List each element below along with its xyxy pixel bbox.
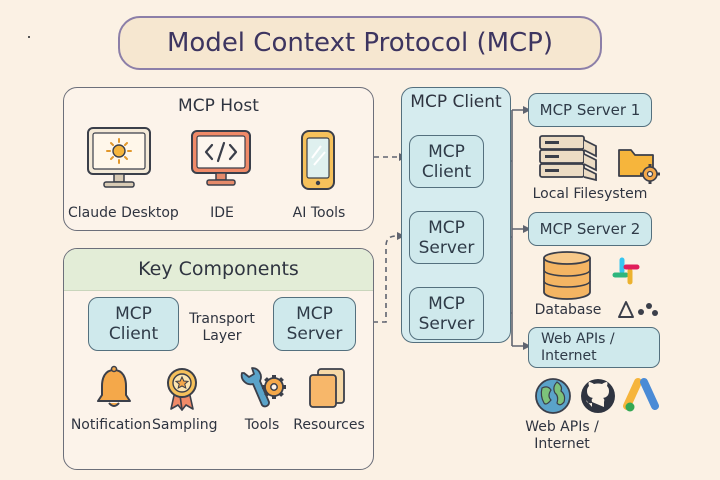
center-client-box: MCP Client bbox=[409, 135, 484, 188]
key-components-title: Key Components bbox=[138, 258, 299, 280]
mcp-server-2-box: MCP Server 2 bbox=[528, 212, 652, 246]
mcp-server-1-box: MCP Server 1 bbox=[528, 93, 652, 127]
app-logos-icon bbox=[618, 301, 658, 318]
center-server-box-2: MCP Server bbox=[409, 287, 484, 340]
web-apis-box: Web APIs / Internet bbox=[528, 327, 660, 368]
key-components-panel: Key Components MCP Client Transport Laye… bbox=[63, 248, 374, 470]
app-label-ide: IDE bbox=[210, 205, 234, 221]
code-monitor-icon bbox=[191, 130, 251, 186]
center-header: MCP Client bbox=[410, 92, 502, 112]
key-mcp-client-box: MCP Client bbox=[88, 297, 179, 351]
database-label: Database bbox=[534, 302, 602, 318]
feature-label-sampling: Sampling bbox=[152, 417, 218, 433]
mcp-host-title: MCP Host bbox=[178, 96, 259, 116]
database-icon bbox=[543, 251, 591, 300]
feature-label-tools: Tools bbox=[244, 417, 280, 433]
transport-layer-label: Transport Layer bbox=[189, 311, 255, 344]
center-server-box-1: MCP Server bbox=[409, 211, 484, 264]
app-label-ai-tools: AI Tools bbox=[292, 205, 346, 221]
feature-label-resources: Resources bbox=[293, 417, 365, 433]
wrench-gear-icon bbox=[240, 367, 286, 408]
key-components-header bbox=[64, 249, 373, 291]
monitor-sun-icon bbox=[87, 127, 151, 188]
google-ads-icon bbox=[623, 378, 659, 412]
github-icon bbox=[581, 379, 615, 413]
mcp-host-panel: MCP Host Claude Desktop IDE AI Tools bbox=[63, 87, 374, 231]
files-icon bbox=[309, 368, 345, 408]
app-label-claude-desktop: Claude Desktop bbox=[68, 205, 179, 221]
badge-icon bbox=[167, 368, 197, 411]
diagram-title: Model Context Protocol (MCP) bbox=[118, 16, 602, 70]
bell-icon bbox=[97, 365, 131, 407]
slack-icon bbox=[612, 257, 640, 285]
phone-icon bbox=[301, 130, 335, 190]
folder-gear-icon bbox=[618, 149, 660, 184]
globe-icon bbox=[535, 378, 571, 414]
web-apis-caption: Web APIs / Internet bbox=[525, 419, 599, 452]
feature-label-notification: Notification bbox=[70, 417, 152, 433]
local-filesystem-label: Local Filesystem bbox=[532, 186, 648, 202]
speck bbox=[28, 36, 30, 38]
server-rack-icon bbox=[539, 135, 597, 182]
key-mcp-server-box: MCP Server bbox=[273, 297, 356, 351]
